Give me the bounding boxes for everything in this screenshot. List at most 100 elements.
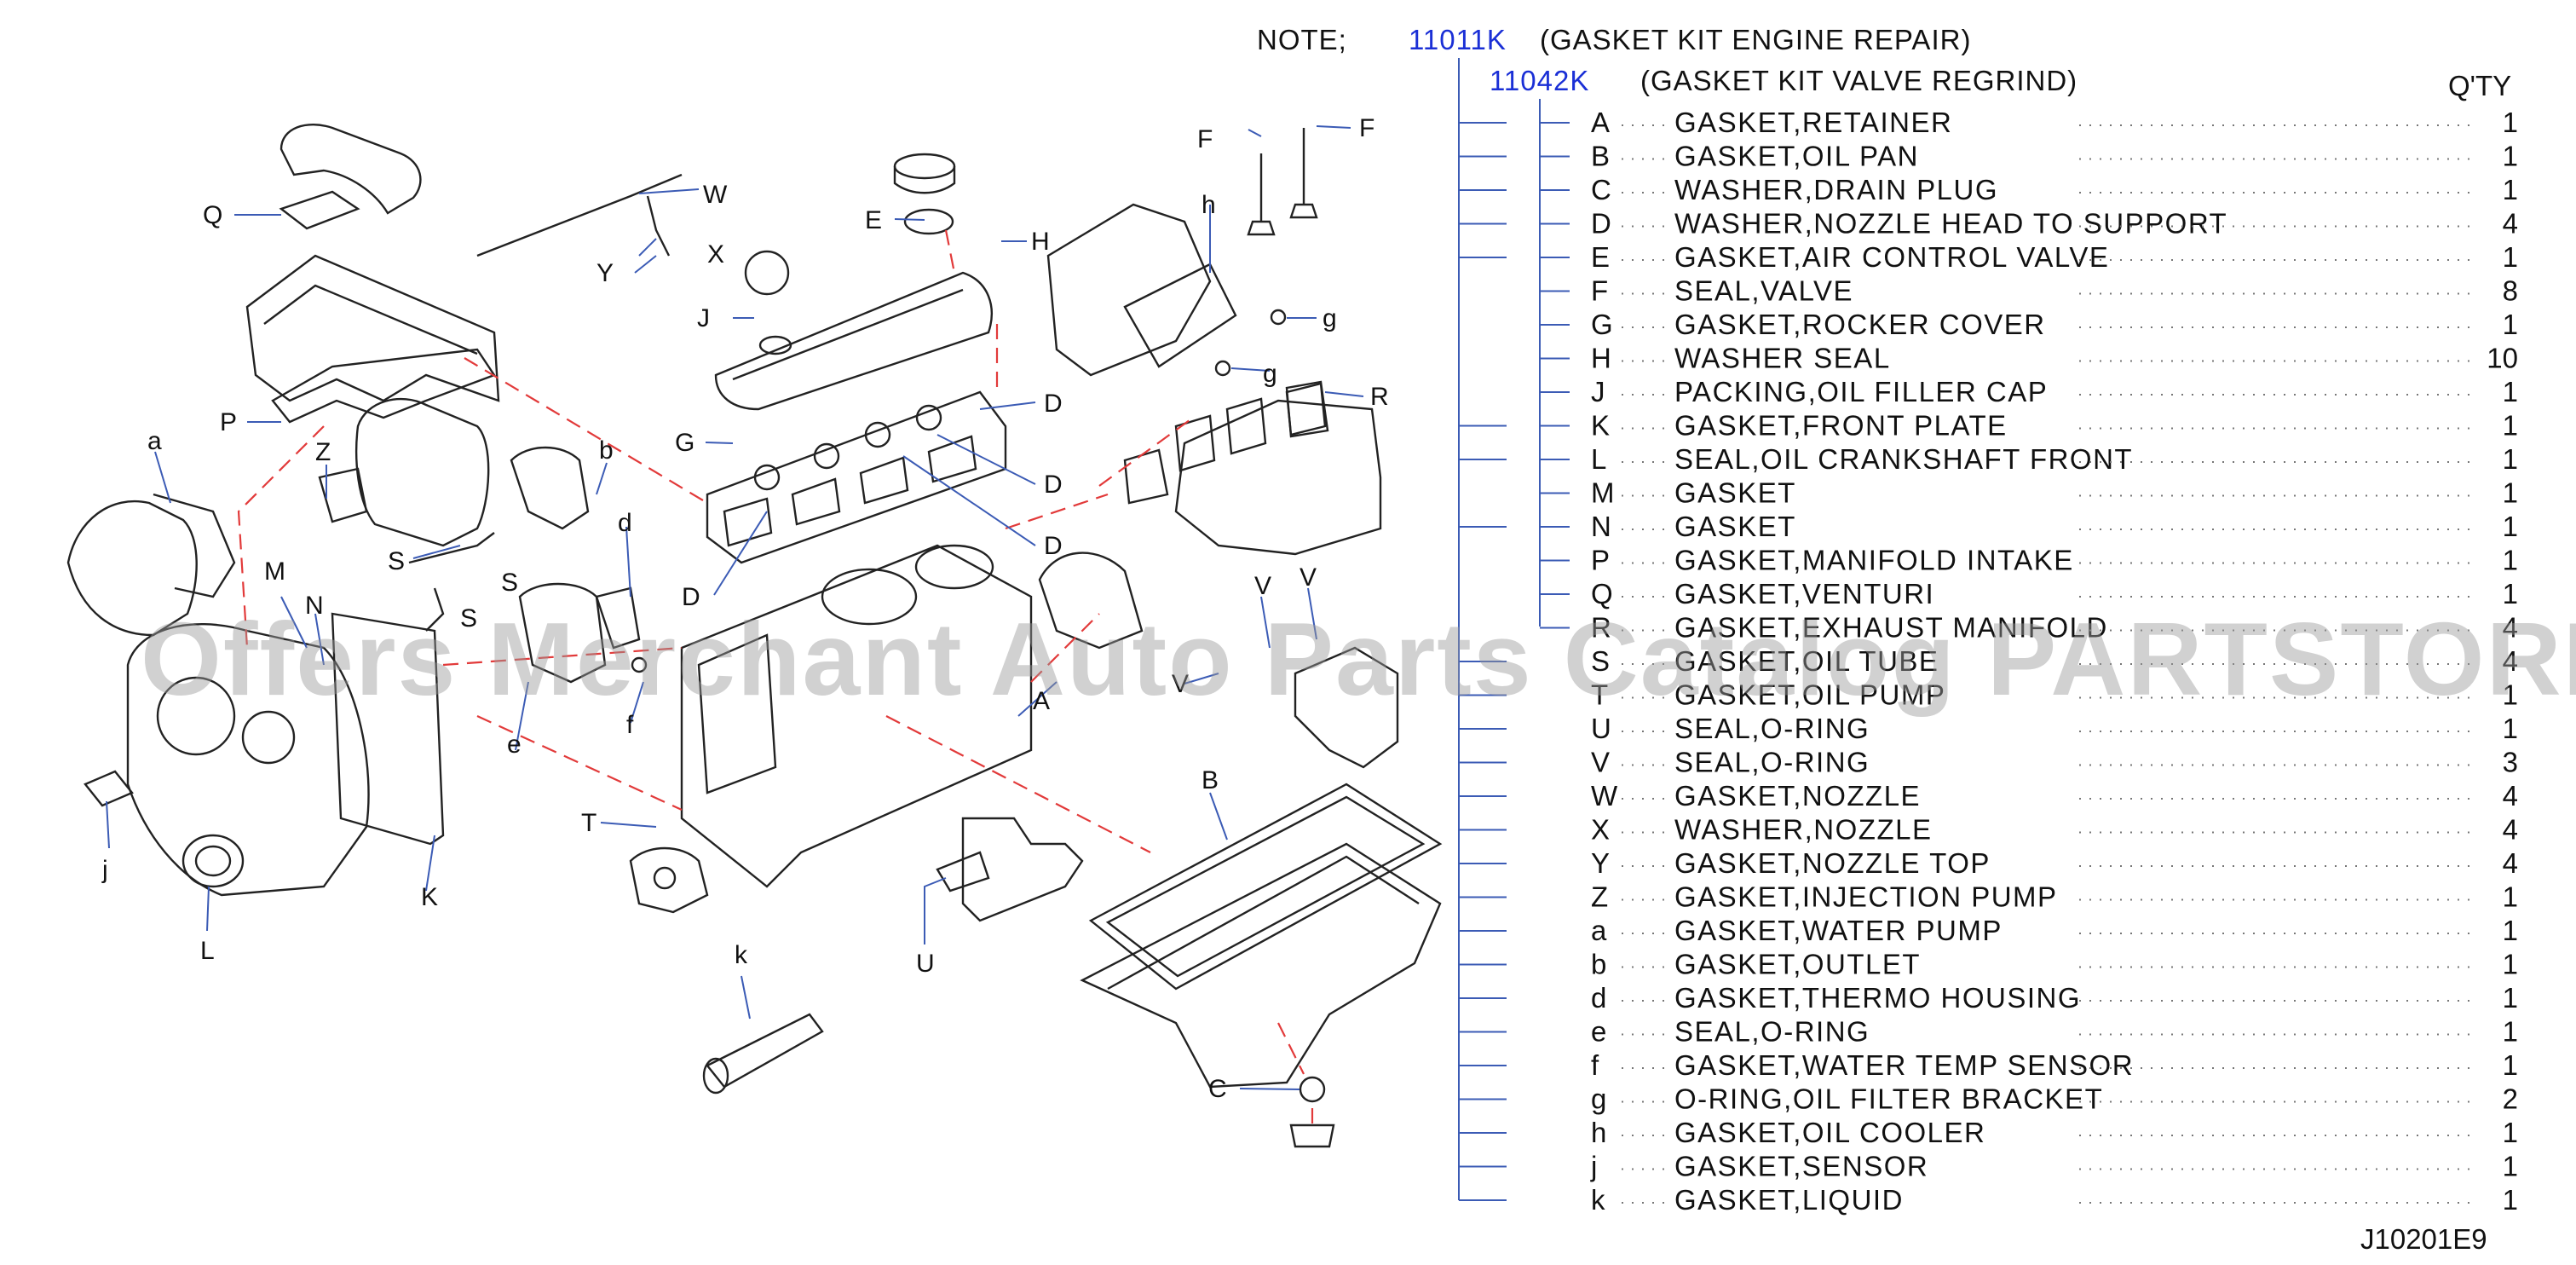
part-letter: R [1591, 612, 1611, 644]
oil-cooler-part [1046, 203, 1212, 377]
callout-j: j [101, 856, 108, 884]
part-qty: 1 [2503, 241, 2518, 273]
part-letter: F [1591, 275, 1608, 307]
part-letter: J [1591, 376, 1605, 407]
cylinder-head-part [706, 390, 1007, 564]
part-name: GASKET,WATER TEMP SENSOR [1674, 1049, 2134, 1081]
callout-S1: S [388, 547, 405, 575]
part-qty: 4 [2503, 612, 2518, 644]
parts-list: NOTE; 11011K (GASKET KIT ENGINE REPAIR) … [1257, 24, 2518, 1216]
parts-row[interactable]: R GASKET,EXHAUST MANIFOLD 4 [1540, 612, 2518, 644]
part-qty: 1 [2503, 1049, 2518, 1081]
part-letter: E [1591, 241, 1610, 273]
part-letter: D [1591, 208, 1611, 240]
rocker-cover-part [714, 271, 993, 411]
callout-Y: Y [596, 259, 614, 287]
kit-name-valve-regrind: (GASKET KIT VALVE REGRIND) [1640, 65, 2078, 96]
parts-row[interactable]: E GASKET,AIR CONTROL VALVE 1 [1459, 241, 2518, 273]
part-qty: 1 [2503, 309, 2518, 340]
callout-V2: V [1300, 563, 1317, 592]
part-letter: T [1591, 679, 1608, 711]
callout-A: A [1033, 687, 1050, 715]
part-qty: 1 [2503, 477, 2518, 509]
callout-e: e [507, 731, 522, 759]
callout-K: K [421, 883, 438, 911]
part-name: GASKET,VENTURI [1674, 578, 1934, 609]
note-prefix: NOTE; [1257, 24, 1347, 55]
callout-N: N [305, 592, 324, 620]
part-name: GASKET,AIR CONTROL VALVE [1674, 241, 2109, 273]
callout-D4: D [682, 583, 700, 611]
callout-Z: Z [315, 438, 331, 466]
part-qty: 1 [2503, 949, 2518, 980]
part-name: PACKING,OIL FILLER CAP [1674, 376, 2048, 407]
part-letter: Y [1591, 847, 1610, 879]
part-qty: 1 [2503, 982, 2518, 1014]
callout-f: f [626, 711, 634, 739]
callout-J: J [697, 304, 710, 332]
intake-manifold-part [245, 254, 500, 402]
part-qty: 1 [2503, 1016, 2518, 1048]
part-letter: B [1591, 141, 1610, 172]
part-qty: 1 [2503, 578, 2518, 609]
callout-Q: Q [203, 201, 222, 229]
part-letter: K [1591, 410, 1610, 442]
part-qty: 10 [2487, 343, 2518, 374]
kit-name-engine-repair: (GASKET KIT ENGINE REPAIR) [1540, 24, 1971, 55]
callout-D3: D [1044, 532, 1063, 560]
part-qty: 1 [2503, 1117, 2518, 1148]
retainer-part [1038, 552, 1144, 650]
part-name: GASKET,EXHAUST MANIFOLD [1674, 612, 2108, 644]
water-pump-part [66, 500, 198, 637]
timing-cover-part [126, 622, 370, 897]
part-letter: C [1591, 174, 1611, 205]
part-letter: Z [1591, 881, 1608, 913]
kit-code-engine-repair[interactable]: 11011K [1409, 24, 1507, 55]
kit-code-valve-regrind[interactable]: 11042K [1490, 65, 1589, 96]
part-name: GASKET,RETAINER [1674, 107, 1952, 138]
part-name: GASKET,OIL COOLER [1674, 1117, 1985, 1148]
engine-illustration [66, 124, 1443, 1148]
part-letter: V [1591, 747, 1610, 778]
part-qty: 4 [2503, 847, 2518, 879]
outlet-part [510, 446, 590, 530]
exhaust-gasket-part [1285, 380, 1329, 438]
oil-pan-part [1080, 842, 1442, 1089]
callout-D1: D [1044, 390, 1063, 418]
drain-plug-part [1289, 1123, 1335, 1148]
part-name: SEAL,O-RING [1674, 713, 1870, 744]
part-qty: 1 [2503, 545, 2518, 576]
callout-F2: F [1359, 114, 1374, 142]
